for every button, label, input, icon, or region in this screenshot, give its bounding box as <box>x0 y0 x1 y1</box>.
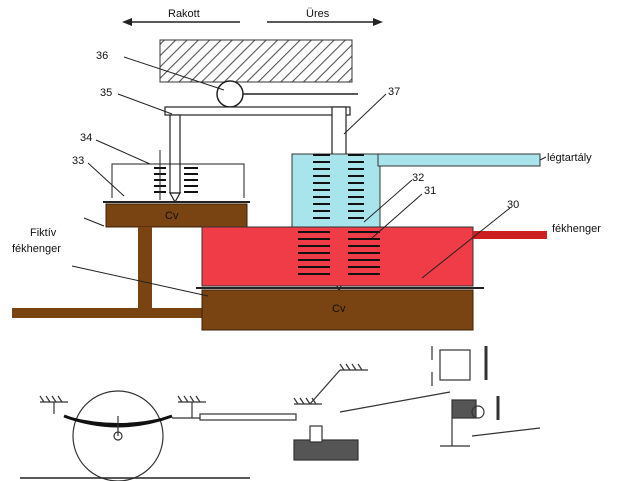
valve-block <box>293 439 359 461</box>
legtartaly-label: légtartály <box>547 152 592 164</box>
red-chamber <box>201 226 474 287</box>
leader-lines <box>71 56 547 297</box>
large-cv-block <box>201 289 474 331</box>
right-lower-block <box>451 399 477 419</box>
small-cv-label: Cv <box>165 210 179 222</box>
part-32-label: 32 <box>412 172 424 184</box>
small-cv-block <box>105 203 248 228</box>
rod-2 <box>199 413 297 421</box>
right-arrow-head <box>373 18 383 26</box>
lever-bar <box>164 106 351 116</box>
bottom-linkage-schematic <box>39 346 541 481</box>
roller-36 <box>216 80 244 108</box>
direction-indicator: Rakott Üres <box>122 8 383 26</box>
red-pipe <box>473 231 547 239</box>
right-housing <box>439 349 471 381</box>
cyan-pipe-horizontal <box>377 153 541 167</box>
rod-5 <box>471 427 541 437</box>
ground-hatch-mid2 <box>293 397 322 405</box>
ground-hatch-mid1 <box>177 395 206 418</box>
spring-32 <box>313 154 364 219</box>
fiktiv-label-line2: fékhenger <box>12 243 61 255</box>
rod-3 <box>309 369 341 405</box>
plunger-34 <box>169 114 181 194</box>
left-arrow-head <box>122 18 132 26</box>
spring-31 <box>298 231 380 275</box>
part-33-label: 33 <box>72 155 84 167</box>
ground-hatch-left <box>39 395 68 414</box>
right-pivot <box>471 405 485 419</box>
load-block <box>159 39 353 83</box>
rod-4 <box>339 391 451 413</box>
large-cv-label: Cv <box>332 303 346 315</box>
plunger-34-tip <box>168 192 182 204</box>
ground-hatch-top <box>339 363 368 371</box>
brown-vertical-column <box>138 227 152 312</box>
part-35-label: 35 <box>100 87 112 99</box>
part-34-label: 34 <box>80 132 92 144</box>
valve-piston <box>309 425 323 443</box>
wheel <box>72 390 164 481</box>
small-cylinder-cap-33 <box>111 163 245 198</box>
part-36-label: 36 <box>96 50 108 62</box>
ures-label: Üres <box>306 8 330 20</box>
part-30-label: 30 <box>507 199 519 211</box>
part-37-label: 37 <box>388 86 400 98</box>
brown-horizontal-pipe <box>12 308 202 318</box>
cyan-chamber <box>291 153 381 229</box>
fiktiv-label-line1: Fiktív <box>30 227 57 239</box>
fekhenger-label: fékhenger <box>552 223 601 235</box>
part-31-label: 31 <box>424 185 436 197</box>
rakott-label: Rakott <box>168 8 200 20</box>
